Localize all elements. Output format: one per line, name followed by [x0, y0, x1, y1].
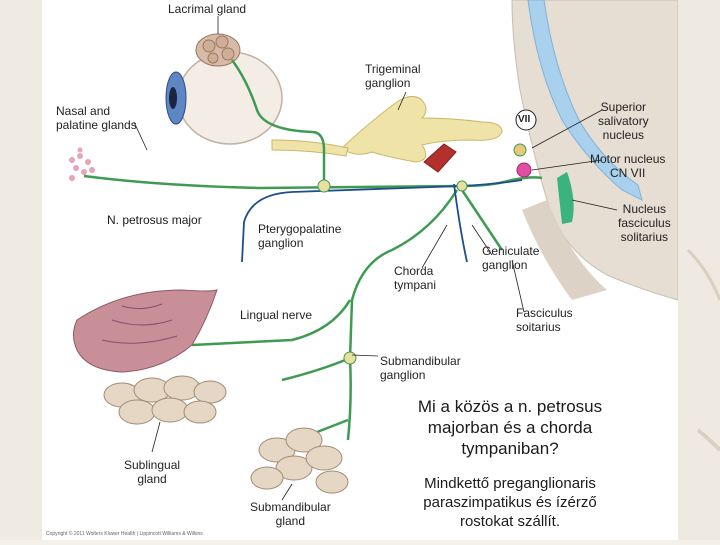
label-line: fasciculus [618, 216, 671, 230]
label-sublingual-gland: Sublingual gland [124, 458, 180, 486]
sublingual-gland-shape [103, 375, 227, 425]
label-line: Nasal and [56, 104, 111, 118]
nasal-glands-dots [69, 147, 95, 181]
label-line: Motor nucleus [590, 152, 666, 166]
label-geniculate: Geniculate ganglion [482, 244, 539, 272]
label-line: CN VII [610, 166, 646, 180]
label-lingual-nerve: Lingual nerve [240, 308, 313, 322]
anatomy-illustration [69, 0, 679, 501]
label-fasciculus-soitarius: Fasciculus soitarius [516, 306, 573, 334]
label-line: ganglion [365, 76, 411, 90]
petrosus-marker-line [241, 179, 523, 263]
chorda-tympani-path [348, 189, 459, 359]
label-line: gland [275, 514, 306, 528]
trigeminal-branch [271, 139, 349, 157]
answer-line: paraszimpatikus és ízérző [423, 494, 597, 511]
label-nasal-palatine: Nasal and palatine glands [56, 104, 137, 132]
label-line: palatine glands [56, 118, 137, 132]
pterygopalatine-ganglion-shape [317, 179, 331, 193]
label-line: Superior [600, 100, 647, 114]
question-text: Mi a közös a n. petrosus majorban és a c… [388, 396, 632, 459]
label-line: gland [137, 472, 167, 486]
label-line: Submandibular [380, 354, 461, 368]
label-line: ganglion [258, 236, 304, 250]
label-line: Trigeminal [365, 62, 421, 76]
label-line: Chorda [394, 264, 434, 278]
submandibular-branches [281, 356, 352, 442]
label-line: Geniculate [482, 244, 540, 258]
label-motor-nucleus: Motor nucleus CN VII [590, 152, 665, 180]
label-superior-salivatory: Superior salivatory nucleus [598, 100, 649, 142]
csf-blue-band [527, 0, 643, 201]
answer-line: Mindkettő preganglionaris [424, 475, 596, 492]
lacrimal-gland-shape [195, 33, 241, 67]
vii-circle [515, 109, 537, 131]
label-lacrimal-gland: Lacrimal gland [168, 2, 247, 16]
label-line: solitarius [620, 230, 669, 244]
lingual-nerve-path [191, 299, 352, 347]
question-line: tympaniban? [461, 439, 559, 458]
eyeball [165, 51, 283, 145]
anatomy-figure: Lacrimal gland Nasal and palatine glands… [42, 0, 679, 540]
nerve-to-nasal [83, 174, 463, 190]
label-vii: VII [518, 114, 531, 125]
label-line: ganglion [380, 368, 426, 382]
label-pterygopalatine: Pterygopalatine ganglion [258, 222, 341, 250]
answer-text: Mindkettő preganglionaris paraszimpatiku… [388, 474, 632, 531]
label-line: ganglion [482, 258, 528, 272]
chorda-marker-line [453, 183, 468, 263]
question-line: majorban és a chorda [427, 418, 593, 437]
motor-nucleus-shape [516, 162, 532, 178]
n-petrosus-major-label: N. petrosus major [107, 213, 202, 227]
label-line: Nucleus [622, 202, 667, 216]
label-chorda-tympani: Chorda tympani [394, 264, 436, 292]
tongue-shape [73, 289, 218, 373]
answer-line: rostokat szállít. [459, 513, 561, 530]
label-line: Sublingual [124, 458, 181, 472]
submandibular-gland-shape [250, 427, 349, 494]
geniculate-ganglion-shape [456, 180, 468, 192]
label-line: salivatory [598, 114, 649, 128]
superior-salivatory-nucleus-shape [513, 143, 527, 157]
nucleus-solitarius-shape [557, 172, 574, 224]
label-line: tympani [394, 278, 437, 292]
label-trigeminal-ganglion: Trigeminal ganglion [365, 62, 421, 90]
tongue-veins [101, 303, 178, 344]
nerve-to-lacrimal [230, 59, 326, 186]
label-line: soitarius [516, 320, 561, 334]
copyright-text: Copyright © 2011 Wolters Kluwer Health |… [46, 531, 203, 537]
label-line: Fasciculus [516, 306, 573, 320]
trigeminal-ganglion-shape [341, 96, 503, 163]
label-line: Submandibular [250, 500, 331, 514]
decorative-swoosh-icon [686, 248, 720, 452]
label-line: nucleus [602, 128, 645, 142]
label-submandibular-ganglion: Submandibular ganglion [380, 354, 461, 382]
submandibular-ganglion-shape [343, 351, 357, 365]
label-line: Pterygopalatine [258, 222, 342, 236]
slide-right-decoration [678, 0, 720, 540]
question-line: Mi a közös a n. petrosus [417, 397, 603, 416]
brainstem-lower [522, 200, 607, 300]
label-nucleus-solitarius: Nucleus fasciculus solitarius [618, 202, 671, 244]
slide-left-margin [0, 0, 42, 540]
nerve-geniculate-down [460, 189, 504, 251]
label-submandibular-gland: Submandibular gland [250, 500, 331, 528]
stapedius-muscle-shape [423, 143, 457, 173]
